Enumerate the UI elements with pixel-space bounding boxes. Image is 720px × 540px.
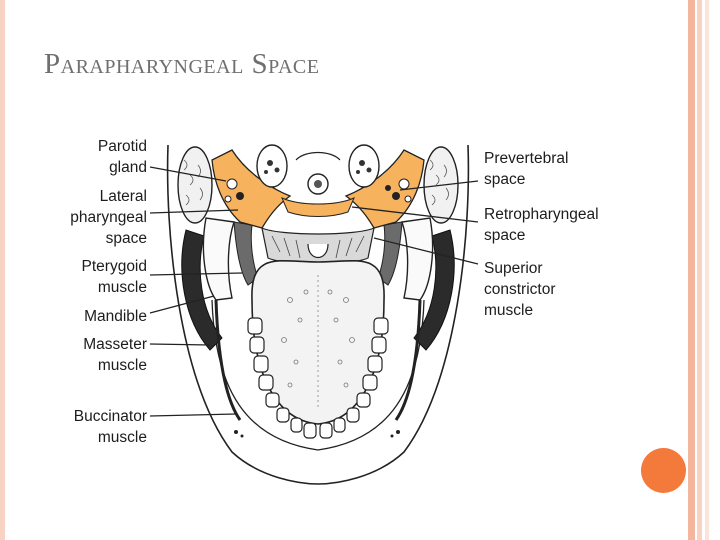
leader-masseter <box>149 343 211 346</box>
leader-parotid <box>149 166 227 182</box>
slide-right-border-inner <box>705 0 709 540</box>
vessels-left <box>224 178 244 203</box>
label-masseter-muscle: Masseter muscle <box>83 336 147 374</box>
label-retropharyngeal-space: Retropharyngeal space <box>484 206 599 244</box>
masseter-muscle-left <box>181 229 223 351</box>
mandible-ramus-right <box>401 217 434 301</box>
vertebra-right <box>348 144 380 188</box>
lateral-pharyngeal-space-left <box>211 149 292 229</box>
buccinator-muscle-right <box>394 299 422 421</box>
leader-buccinator <box>149 413 237 417</box>
label-prevertebral-space: Prevertebral space <box>484 150 569 188</box>
leader-prevertebral <box>399 180 479 191</box>
mandible-ramus-left <box>202 217 235 301</box>
slide-right-border-outer <box>688 0 695 540</box>
label-buccinator-muscle: Buccinator muscle <box>73 408 147 446</box>
leader-lateral <box>149 209 239 214</box>
retropharyngeal-space <box>281 197 355 217</box>
vessels-right <box>385 178 412 203</box>
slide-title: Parapharyngeal Space <box>44 48 320 80</box>
label-pterygoid-muscle: Pterygoid muscle <box>81 258 147 296</box>
slide-right-border-middle <box>697 0 702 540</box>
parotid-gland-left <box>177 146 213 224</box>
leader-mandible <box>149 295 215 314</box>
label-mandible: Mandible <box>84 308 147 325</box>
uvula <box>307 243 329 259</box>
slide-left-border <box>0 0 5 540</box>
decorative-orange-circle <box>641 448 686 493</box>
vertebra-left <box>256 144 288 188</box>
label-parotid-gland: Parotid gland <box>97 138 147 176</box>
head-outline <box>166 144 470 485</box>
leader-superior-constrictor <box>373 237 479 265</box>
label-lateral-pharyngeal-space: Lateral pharyngeal space <box>70 188 147 247</box>
buccinator-muscle-left <box>214 299 242 421</box>
leader-retropharyngeal <box>351 206 479 223</box>
leader-pterygoid <box>149 272 243 276</box>
masseter-muscle-right <box>413 229 455 351</box>
label-superior-constrictor-muscle: Superior constrictor muscle <box>484 260 556 319</box>
teeth <box>247 317 389 439</box>
